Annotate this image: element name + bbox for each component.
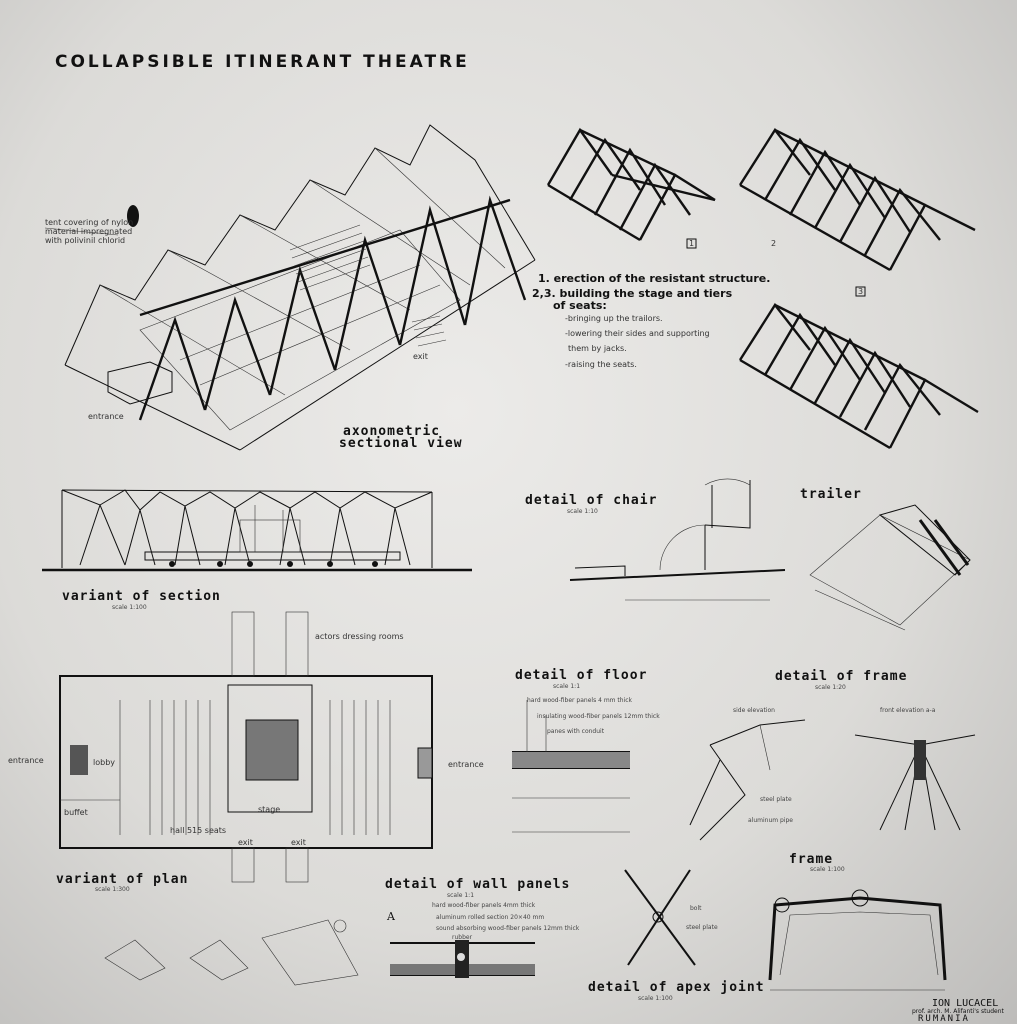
plan-drawing — [59, 611, 433, 883]
tent-note-line1: tent covering of nylon — [45, 218, 134, 227]
floor-note3: panes with conduit — [547, 728, 605, 735]
axon-entrance-label: entrance — [88, 412, 124, 421]
author-name: ION LUCACEL — [932, 998, 999, 1009]
wall-note4: rubber — [452, 934, 473, 941]
frame-detail-drawing — [689, 719, 976, 841]
trailer-label: trailer — [800, 487, 862, 502]
step2-frames — [738, 127, 976, 272]
trailer-drawing — [809, 504, 971, 631]
section-drawing — [42, 489, 472, 572]
section-scale: scale 1:100 — [112, 604, 147, 611]
frame-front-elevation: front elevation a-a — [880, 707, 936, 714]
axonometric-label: axonometric — [343, 424, 441, 439]
apex-steel-plate: steel plate — [686, 924, 718, 931]
wall-panels-label: detail of wall panels — [385, 877, 571, 892]
frame-detail-scale: scale 1:20 — [815, 684, 846, 691]
floor-note2: insulating wood-fiber panels 12mm thick — [537, 713, 660, 720]
plan-hall: hall 515 seats — [170, 826, 227, 835]
wall-note3: sound absorbing wood-fiber panels 12mm t… — [436, 925, 580, 932]
step2-badge: 2 — [771, 239, 777, 248]
tent-note-line3: with polivinil chlorid — [45, 236, 126, 245]
apex-scale: scale 1:100 — [638, 995, 673, 1002]
panel-sketches — [104, 919, 359, 986]
wall-section-letter: A — [387, 910, 395, 923]
wall-panels-scale: scale 1:1 — [447, 892, 475, 899]
step23-text-a: 2,3. building the stage and tiers — [532, 287, 733, 300]
floor-label: detail of floor — [515, 668, 648, 683]
axonometric-view — [44, 124, 536, 451]
plan-buffet: buffet — [64, 808, 88, 817]
step3-badge-box — [855, 286, 866, 297]
plan-stage: stage — [258, 805, 281, 814]
step1-text: 1. erection of the resistant structure. — [538, 272, 771, 285]
floor-scale: scale 1:1 — [553, 683, 581, 690]
plan-actors-label: actors dressing rooms — [315, 632, 404, 641]
section-label: variant of section — [62, 589, 221, 604]
axon-exit-label: exit — [413, 352, 428, 361]
step1-badge-box — [686, 238, 697, 249]
step-sub4: -raising the seats. — [565, 360, 637, 369]
frame-detail-label: detail of frame — [775, 669, 908, 684]
step3-frames — [738, 302, 979, 450]
frame-scale: scale 1:100 — [810, 866, 845, 873]
sectional-view-label: sectional view — [339, 436, 463, 451]
plan-exit1: exit — [238, 838, 253, 847]
plan-entrance-right: entrance — [448, 760, 484, 769]
chair-label: detail of chair — [525, 493, 658, 508]
wall-panels-drawing — [390, 940, 535, 978]
plan-scale: scale 1:300 — [95, 886, 130, 893]
step-sub1: -bringing up the trailors. — [565, 314, 663, 323]
frame-steel-plate: steel plate — [760, 796, 792, 803]
tent-note-line2: material impregnated — [45, 227, 133, 236]
frame-label: frame — [789, 852, 834, 867]
plan-exit2: exit — [291, 838, 306, 847]
step1-frames — [546, 127, 716, 242]
plan-label: variant of plan — [56, 872, 189, 887]
wall-note2: aluminum rolled section 20×40 mm — [436, 914, 545, 921]
frame-side-elevation: side elevation — [733, 707, 775, 714]
step23-text-b: of seats: — [553, 299, 607, 312]
floor-drawing — [512, 700, 630, 833]
chair-drawing — [569, 478, 786, 601]
plan-entrance-left: entrance — [8, 756, 44, 765]
apex-joint-drawing — [624, 869, 696, 966]
apex-bolt: bolt — [690, 905, 702, 912]
apex-label: detail of apex joint — [588, 980, 765, 995]
wall-note1: hard wood-fiber panels 4mm thick — [432, 902, 536, 909]
step1-badge: 1 — [689, 239, 695, 248]
frame-alum-pipe: aluminum pipe — [748, 817, 793, 824]
author-country: RUMANIA — [918, 1014, 970, 1024]
floor-note1: hard wood-fiber panels 4 mm thick — [527, 697, 633, 704]
step-sub3: them by jacks. — [568, 344, 627, 353]
frame-drawing — [768, 889, 947, 991]
plan-lobby: lobby — [93, 758, 116, 767]
sheet-title: COLLAPSIBLE ITINERANT THEATRE — [55, 52, 470, 72]
step3-badge: 3 — [858, 287, 864, 296]
chair-scale: scale 1:10 — [567, 508, 598, 515]
step-sub2: -lowering their sides and supporting — [565, 329, 710, 338]
author-credit: prof. arch. M. Alifanti's student — [912, 1008, 1004, 1015]
